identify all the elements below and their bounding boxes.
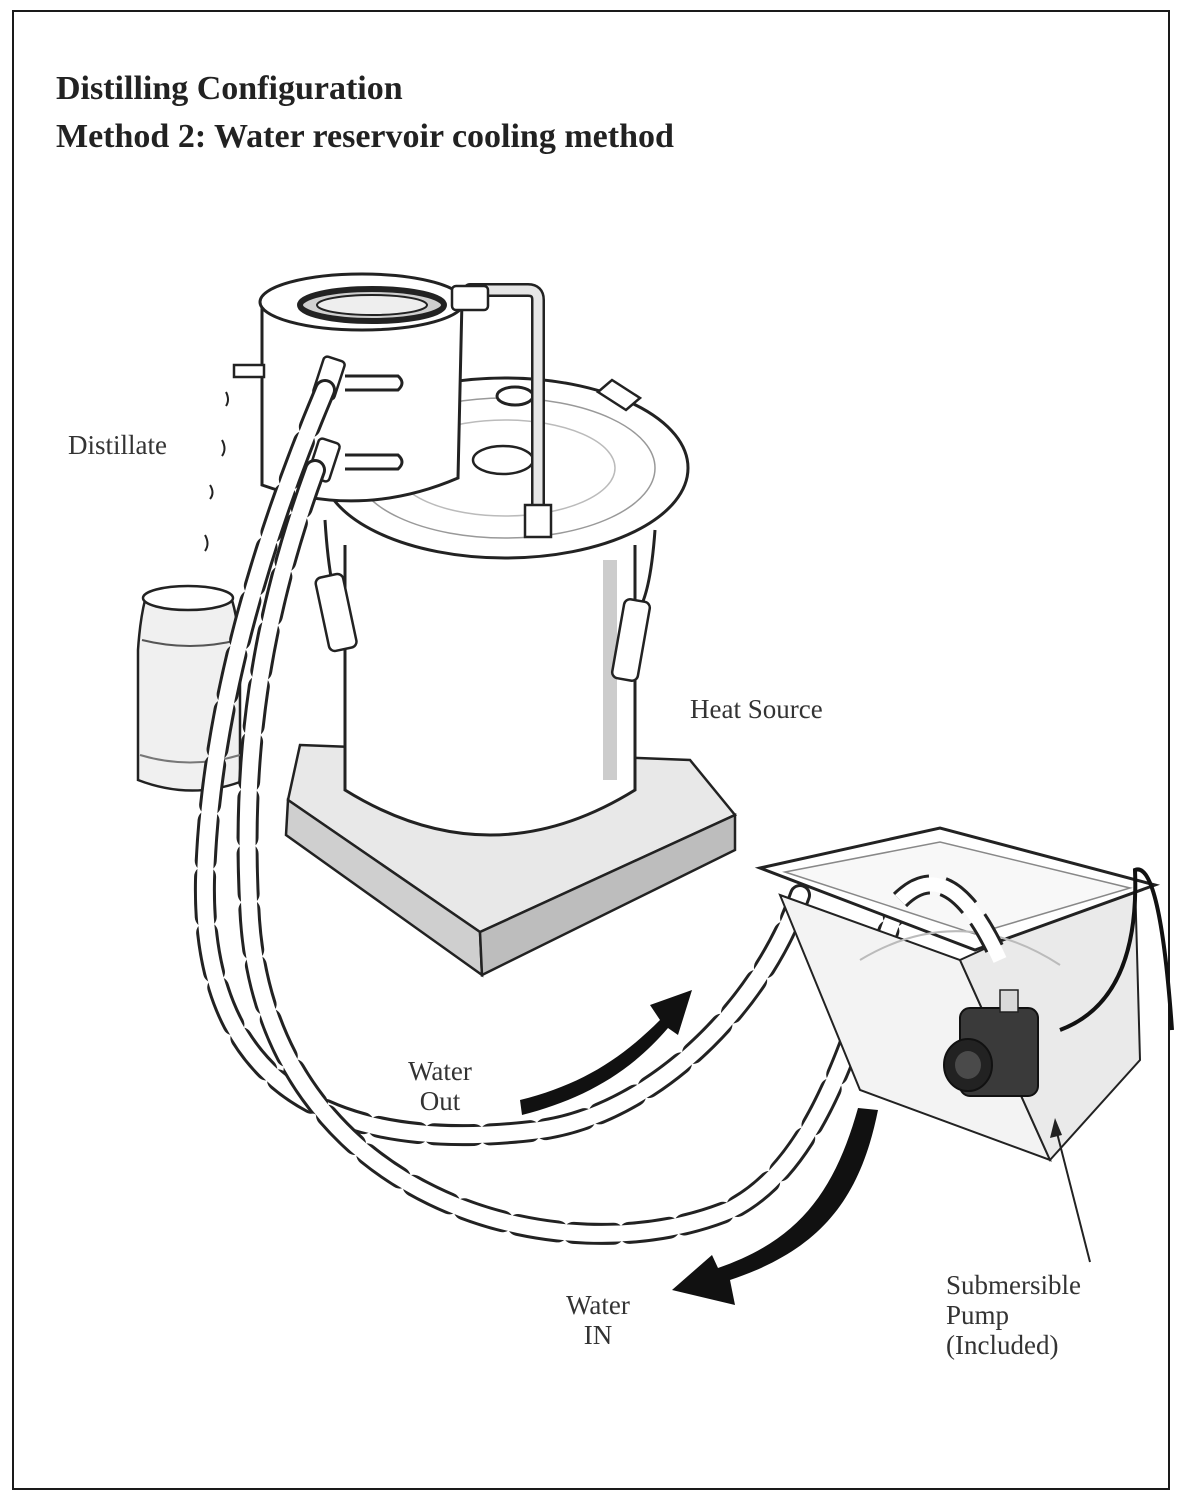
cooling-hoses [193,379,911,1245]
label-water-out-line1: Water [408,1056,472,1086]
water-in-arrow [672,1108,878,1305]
water-out-arrow [520,990,692,1115]
label-water-in-line1: Water [566,1290,630,1320]
vapor-tube [463,283,553,539]
submersible-pump [943,989,1039,1097]
label-water-in: Water IN [558,1290,638,1350]
condenser-bucket [232,272,490,503]
label-pump-line2: Pump [946,1300,1010,1330]
label-pump-line3: (Included) [946,1330,1059,1360]
label-distillate: Distillate [68,430,167,460]
label-heat-source: Heat Source [690,694,823,724]
diagram-title: Distilling Configuration [56,70,403,107]
label-submersible-pump: Submersible Pump (Included) [946,1270,1081,1360]
label-water-out: Water Out [400,1056,480,1116]
diagram-subtitle: Method 2: Water reservoir cooling method [56,118,674,155]
pump-pointer-arrowhead [1050,1118,1062,1138]
distillate-drops [204,391,229,552]
pump-pointer-line [1054,1124,1091,1263]
label-water-in-line2: IN [583,1320,613,1350]
label-water-out-line2: Out [419,1086,461,1116]
label-pump-line1: Submersible [946,1270,1081,1300]
